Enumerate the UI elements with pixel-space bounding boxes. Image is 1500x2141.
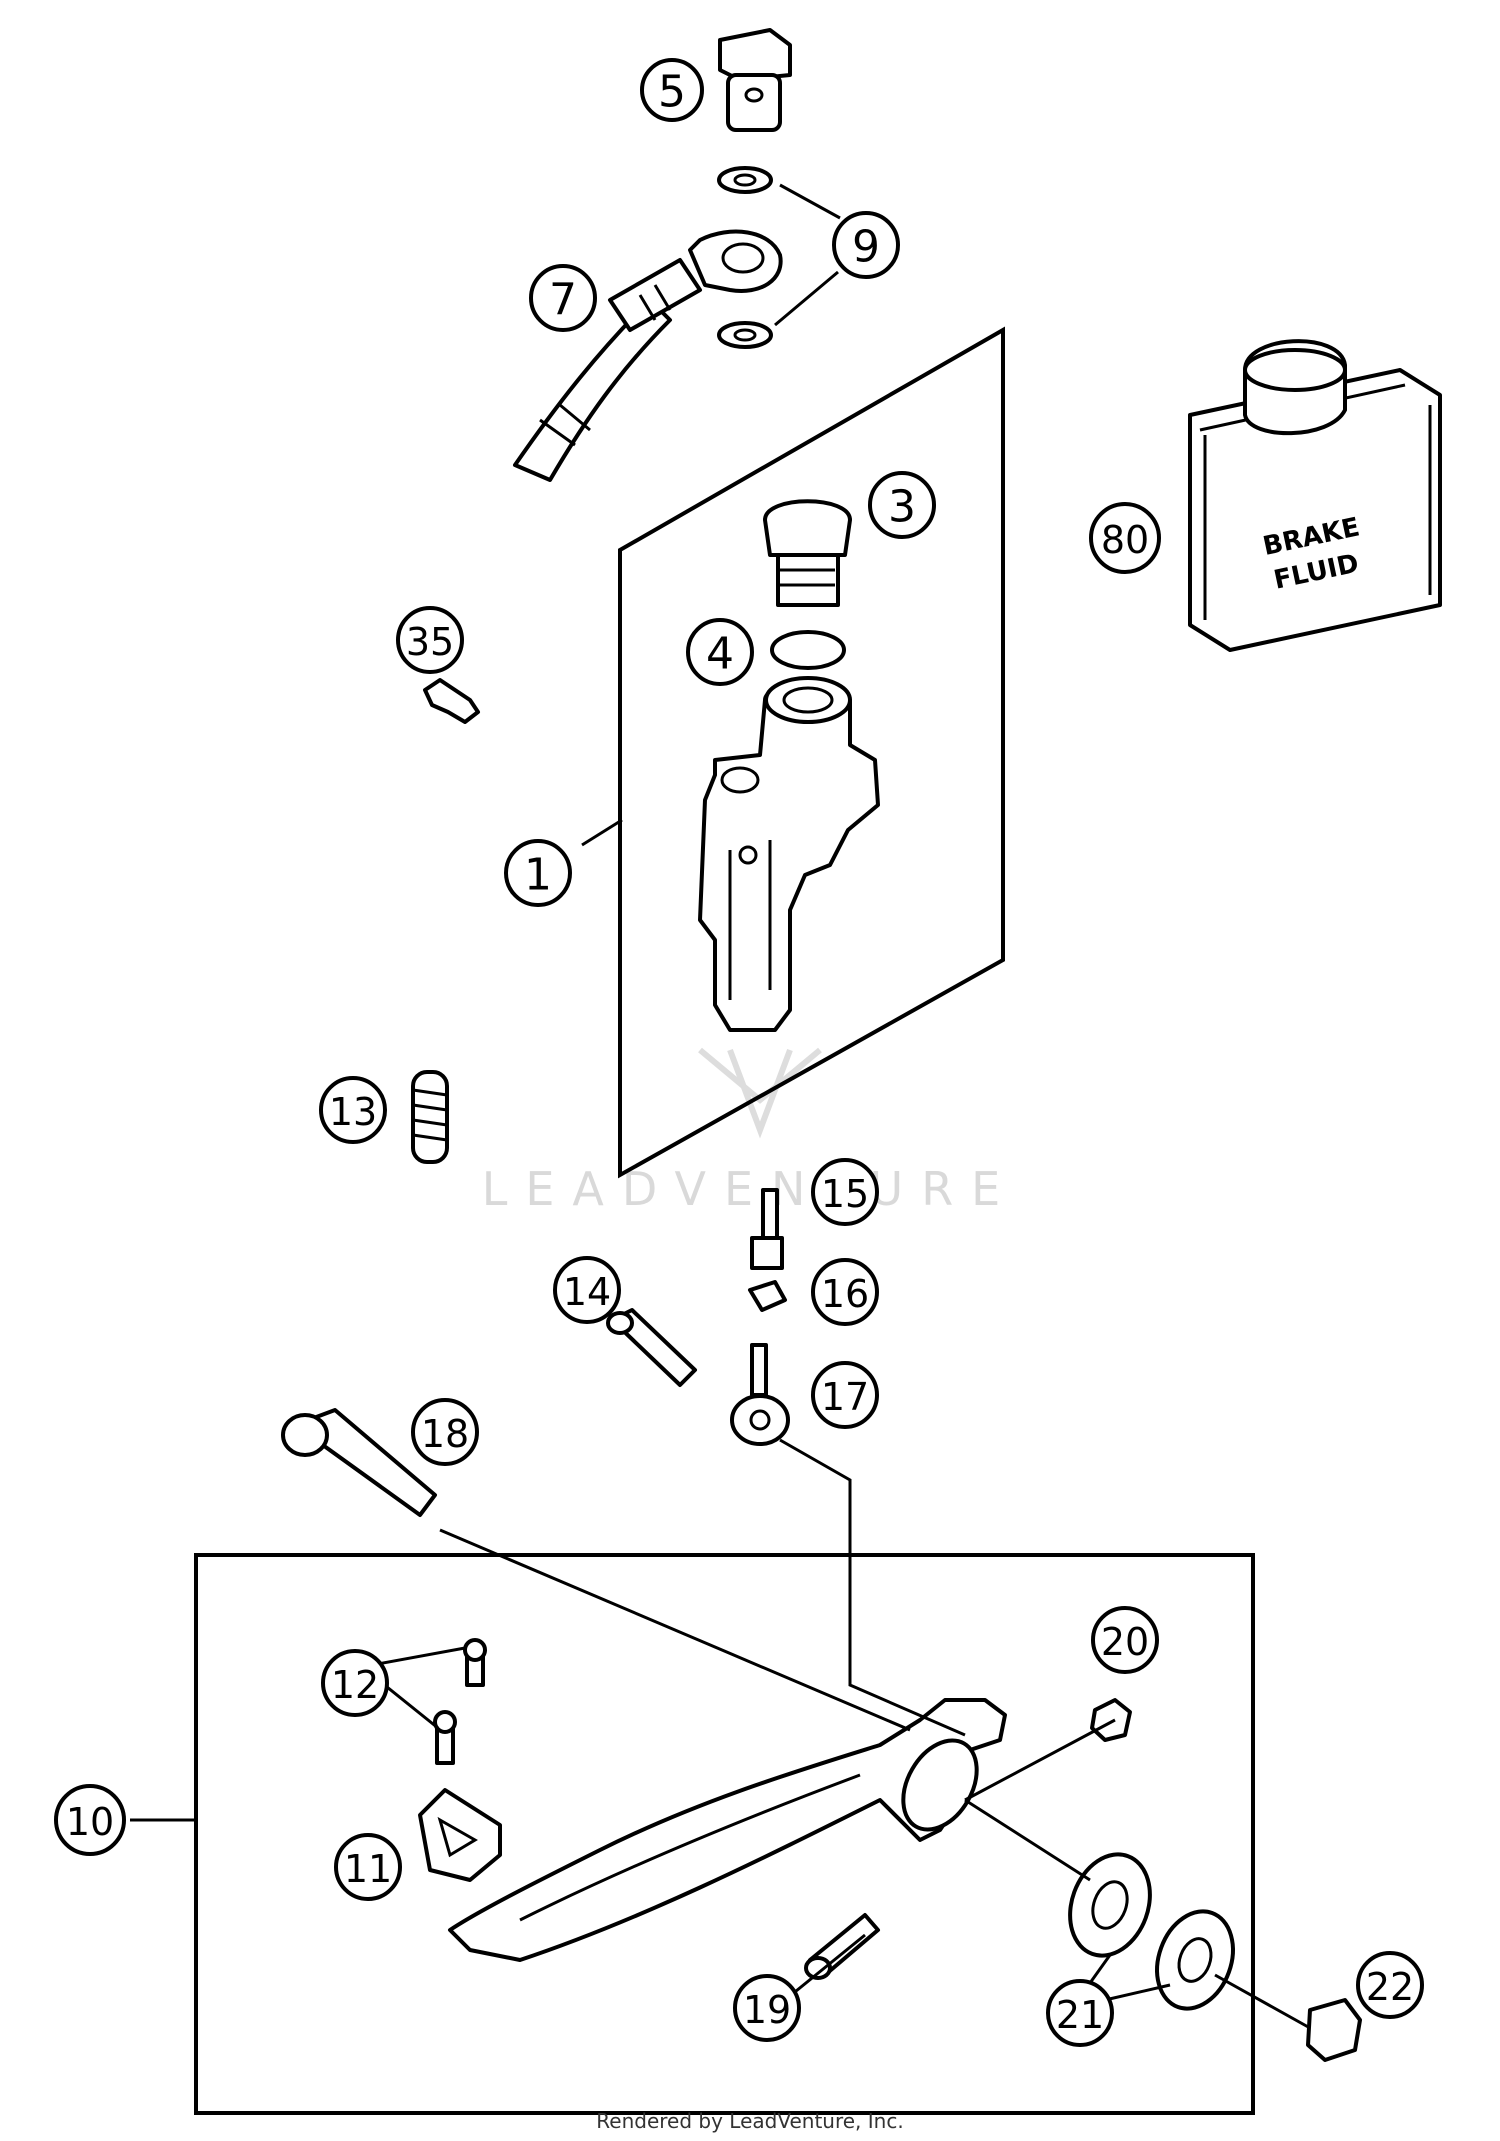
callout-17: 17 [811, 1361, 879, 1429]
svg-text:22: 22 [1366, 1965, 1414, 2009]
svg-text:5: 5 [658, 67, 686, 118]
svg-text:14: 14 [563, 1270, 611, 1314]
nut-20 [1090, 1698, 1132, 1742]
svg-text:35: 35 [406, 620, 454, 664]
svg-text:11: 11 [344, 1847, 392, 1891]
svg-text:21: 21 [1056, 1993, 1104, 2037]
svg-text:3: 3 [888, 482, 916, 533]
watermark-text: LEADVENTURE [482, 1162, 1019, 1216]
callout-3: 3 [868, 471, 936, 539]
svg-text:80: 80 [1101, 518, 1149, 562]
brake-lever-arm [448, 1698, 1007, 1962]
adjusting-screw [804, 1913, 880, 1980]
svg-text:16: 16 [821, 1272, 869, 1316]
footer-credit: Rendered by LeadVenture, Inc. [596, 2109, 903, 2133]
master-cylinder-body [698, 676, 880, 1032]
callout-1: 1 [504, 839, 572, 907]
pivot-bolt [281, 1408, 437, 1517]
svg-text:20: 20 [1101, 1620, 1149, 1664]
screw-35 [423, 678, 480, 724]
callout-19: 19 [733, 1974, 801, 2042]
brake-fluid-bottle: BRAKE FLUID [1188, 339, 1442, 652]
svg-text:9: 9 [852, 222, 880, 273]
brake-lever-kit-frame [194, 1553, 1255, 2115]
reservoir-cap [763, 499, 852, 607]
clevis [730, 1343, 790, 1446]
svg-text:17: 17 [821, 1375, 869, 1419]
svg-text:18: 18 [421, 1412, 469, 1456]
callout-22: 22 [1356, 1951, 1424, 2019]
callout-20: 20 [1091, 1606, 1159, 1674]
pushrod [750, 1188, 784, 1270]
nut-22 [1306, 1998, 1362, 2062]
nut-16 [748, 1280, 787, 1312]
brake-hose [513, 229, 783, 482]
callout-80: 80 [1089, 502, 1161, 574]
callout-15: 15 [811, 1158, 879, 1226]
callout-18: 18 [411, 1398, 479, 1466]
callout-10: 10 [54, 1784, 126, 1856]
callout-16: 16 [811, 1258, 879, 1326]
lever-bolts [433, 1638, 487, 1765]
clevis-pin [606, 1308, 697, 1387]
callout-12: 12 [321, 1649, 389, 1717]
callout-5: 5 [640, 58, 704, 122]
sealing-washers [717, 166, 773, 349]
callout-35: 35 [396, 606, 464, 674]
callout-13: 13 [319, 1076, 387, 1144]
callout-21: 21 [1046, 1979, 1114, 2047]
svg-text:1: 1 [524, 850, 552, 901]
watermark: LEADVENTURE [482, 1047, 1019, 1216]
callout-14: 14 [553, 1256, 621, 1324]
svg-text:13: 13 [329, 1090, 377, 1134]
svg-text:12: 12 [331, 1663, 379, 1707]
banjo-bolt [718, 28, 792, 132]
svg-text:15: 15 [821, 1172, 869, 1216]
leader-lines [130, 183, 1311, 2030]
callout-7: 7 [529, 264, 597, 332]
master-cylinder-kit-frame [618, 326, 1005, 1179]
o-ring [770, 630, 846, 670]
callout-9: 9 [832, 211, 900, 279]
callout-11: 11 [334, 1833, 402, 1901]
svg-text:19: 19 [743, 1988, 791, 2032]
callout-4: 4 [686, 618, 754, 686]
svg-text:4: 4 [706, 629, 734, 680]
svg-text:7: 7 [549, 275, 577, 326]
foot-peg-tip [418, 1788, 502, 1882]
svg-text:10: 10 [66, 1800, 114, 1844]
spring [411, 1070, 449, 1164]
